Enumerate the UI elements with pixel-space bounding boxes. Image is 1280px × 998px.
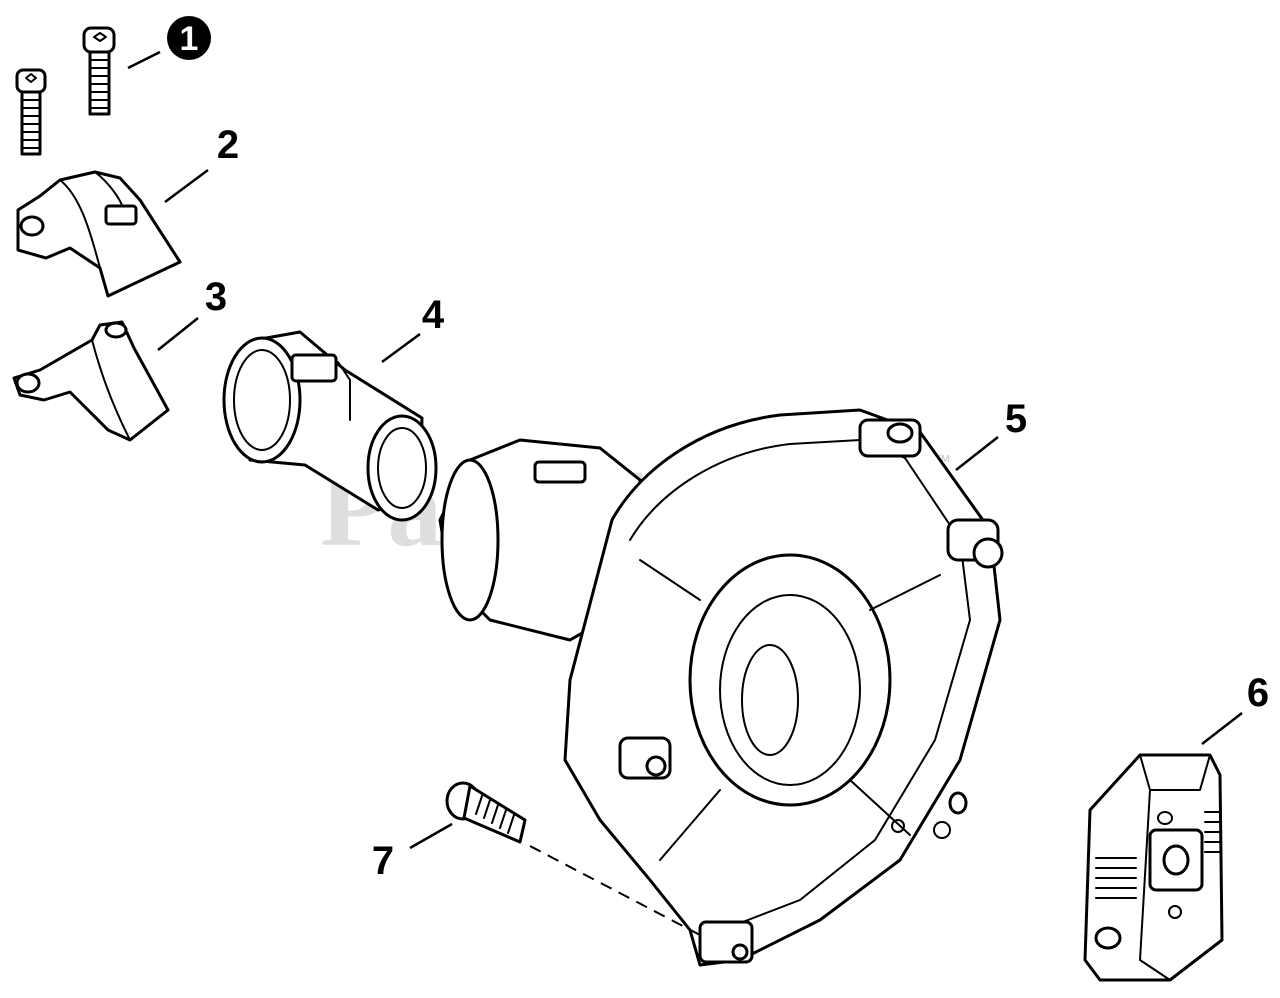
callout-5[interactable]: 5 — [1005, 397, 1027, 441]
part-5-housing[interactable] — [438, 408, 1004, 967]
part-6-block[interactable] — [1083, 753, 1224, 982]
callout-4[interactable]: 4 — [422, 293, 445, 337]
screw-large — [82, 26, 116, 116]
callout-6[interactable]: 6 — [1247, 671, 1269, 715]
screw-small — [15, 68, 47, 156]
part-3-clamp-lower[interactable] — [12, 320, 170, 442]
leader-7 — [409, 822, 453, 850]
callout-7[interactable]: 7 — [372, 839, 394, 883]
leader-6 — [1201, 712, 1243, 745]
svg-text:1: 1 — [180, 20, 199, 58]
leader-4 — [381, 332, 421, 364]
callout-2[interactable]: 2 — [217, 123, 239, 167]
callout-3[interactable]: 3 — [205, 275, 227, 319]
part-7-bolt[interactable] — [445, 781, 527, 844]
leader-3 — [157, 317, 199, 351]
part-2-clamp-upper[interactable] — [16, 170, 182, 298]
callout-1[interactable]: 1 — [167, 16, 211, 60]
leader-2 — [164, 168, 209, 204]
assembly-dash-7 — [529, 845, 701, 936]
leader-1 — [127, 50, 161, 70]
part-1-screws[interactable] — [15, 26, 116, 156]
leader-5 — [955, 436, 999, 471]
part-4-sleeve[interactable] — [222, 330, 438, 522]
watermark-trademark: TM — [935, 454, 949, 465]
